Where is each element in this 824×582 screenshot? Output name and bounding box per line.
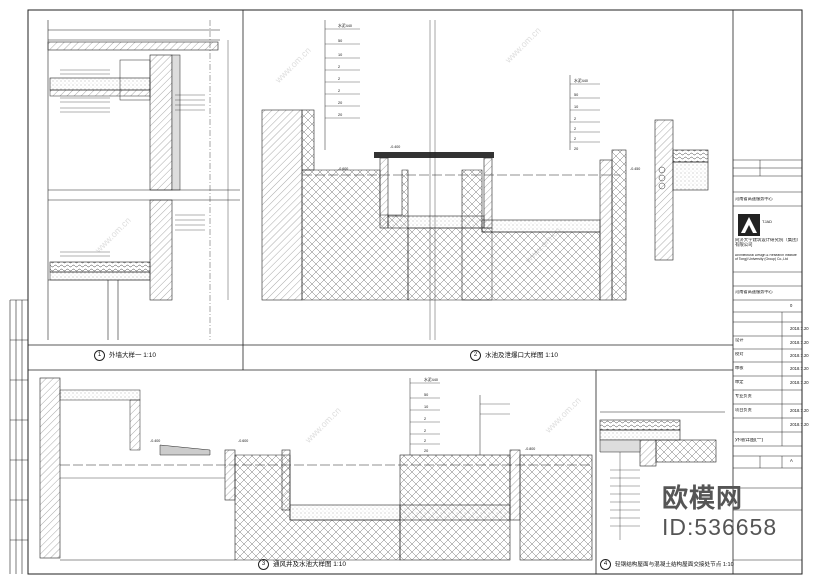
view-1-wall-detail [47, 20, 240, 340]
view-4-roof-junction [599, 411, 725, 540]
tb-revision: 0 [790, 304, 793, 308]
title-block-frame [733, 159, 802, 561]
tb-date: 2018.7.20 [790, 366, 809, 371]
level-mark: -0.400 [150, 439, 161, 443]
view-2-pool-detail [261, 20, 709, 340]
tb-drawing-title: 外墙详图(一) [735, 438, 764, 443]
tb-date: 2018.7.20 [790, 340, 809, 345]
tb-date: 2018.7.20 [790, 326, 809, 331]
callout-label: 10 [424, 405, 429, 409]
tb-row-label: 专业负责 [735, 394, 752, 398]
tb-logo-text: TJAD [762, 220, 772, 224]
callout-label: 50 [424, 393, 429, 397]
callout-label: 20 [338, 113, 343, 117]
callout-label: 2 [574, 117, 577, 121]
tb-date: 2018.7.20 [790, 380, 809, 385]
tb-project-name: 河南省高速服务中心 [735, 290, 773, 294]
tb-sheet-no: A [790, 459, 793, 463]
callout-label: 20 [424, 449, 429, 453]
level-mark: -0.600 [238, 439, 249, 443]
callout-label: 水泥440 [424, 378, 438, 382]
tb-institute-en: Architectural Design & Research Institut… [735, 254, 797, 261]
brand-id: ID:536658 [662, 514, 778, 540]
callout-label: 2 [424, 439, 427, 443]
tb-project: 河南省高速服务中心 [735, 197, 773, 201]
callout-label: 50 [574, 93, 579, 97]
institute-logo-icon [738, 214, 760, 236]
tb-date: 2018.7.20 [790, 408, 809, 413]
callout-label: 2 [338, 65, 341, 69]
callout-label: 2 [424, 429, 427, 433]
callout-label: 2 [424, 417, 427, 421]
binding-margin [9, 299, 28, 574]
tb-row-label: 校对 [735, 352, 744, 356]
callout-label: 水泥440 [574, 79, 588, 83]
tb-institute: 同济大学建筑设计研究院（集团）有限公司 [735, 238, 799, 247]
callout-label: 2 [338, 77, 341, 81]
level-mark: -0.400 [390, 145, 401, 149]
callout-label: 2 [574, 127, 577, 131]
tb-row-label: 审核 [735, 366, 744, 370]
callout-label: 20 [338, 101, 343, 105]
callout-label: 20 [574, 147, 579, 151]
callout-label: 2 [574, 137, 577, 141]
callout-label: 50 [338, 39, 343, 43]
callout-label: 10 [338, 53, 343, 57]
view-3-vent-pool [39, 377, 593, 561]
callout-label: 水泥440 [338, 24, 352, 28]
tb-date: 2018.7.20 [790, 422, 809, 427]
brand-mark: 欧模网 [662, 483, 744, 513]
panel-grid [28, 10, 734, 574]
level-mark: -0.800 [525, 447, 536, 451]
level-mark: -0.450 [630, 167, 641, 171]
tb-row-label: 设计 [735, 338, 744, 342]
level-mark: -0.600 [338, 167, 349, 171]
tb-row-label: 项目负责 [735, 408, 752, 412]
callout-label: 10 [574, 105, 579, 109]
tb-date: 2018.7.20 [790, 353, 809, 358]
sheet-border [27, 9, 803, 575]
callout-label: 2 [338, 89, 341, 93]
tb-row-label: 审定 [735, 380, 744, 384]
